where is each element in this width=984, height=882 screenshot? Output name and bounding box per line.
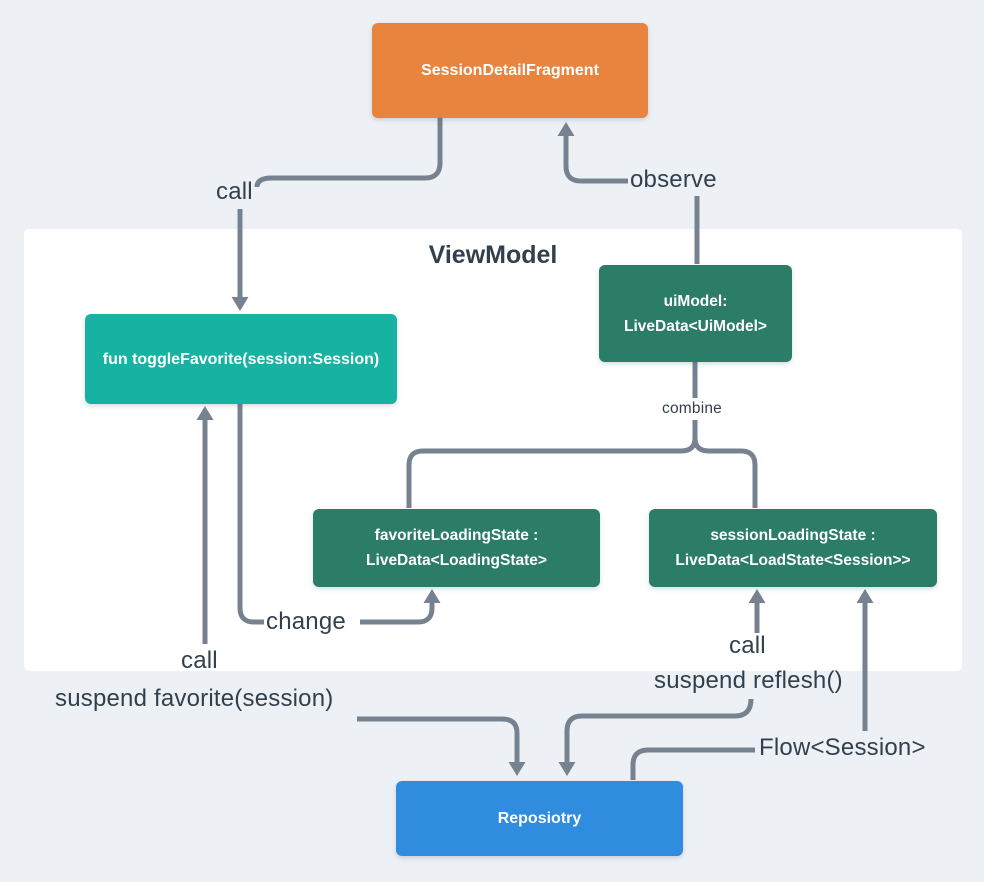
node-favorite-loading-state: favoriteLoadingState : LiveData<LoadingS… [313,509,600,587]
node-toggle-favorite: fun toggleFavorite(session:Session) [85,314,397,404]
node-session-loading-state-line1: sessionLoadingState : [710,527,876,544]
node-ui-model: uiModel: LiveData<UiModel> [599,265,792,362]
node-session-loading-state: sessionLoadingState : LiveData<LoadState… [649,509,937,587]
node-repository: Reposiotry [396,781,683,856]
node-toggle-favorite-label: fun toggleFavorite(session:Session) [102,350,380,368]
node-favorite-loading-state-line1: favoriteLoadingState : [374,527,539,544]
node-session-detail-fragment-label: SessionDetailFragment [421,62,599,79]
viewmodel-container [24,229,962,671]
node-favorite-loading-state-line2: LiveData<LoadingState> [366,552,547,569]
node-ui-model-line1: uiModel: [663,292,728,310]
node-session-detail-fragment: SessionDetailFragment [372,23,648,118]
node-ui-model-line2: LiveData<UiModel> [624,317,767,335]
node-repository-label: Reposiotry [497,810,582,827]
node-session-loading-state-line2: LiveData<LoadState<Session>> [675,552,911,569]
